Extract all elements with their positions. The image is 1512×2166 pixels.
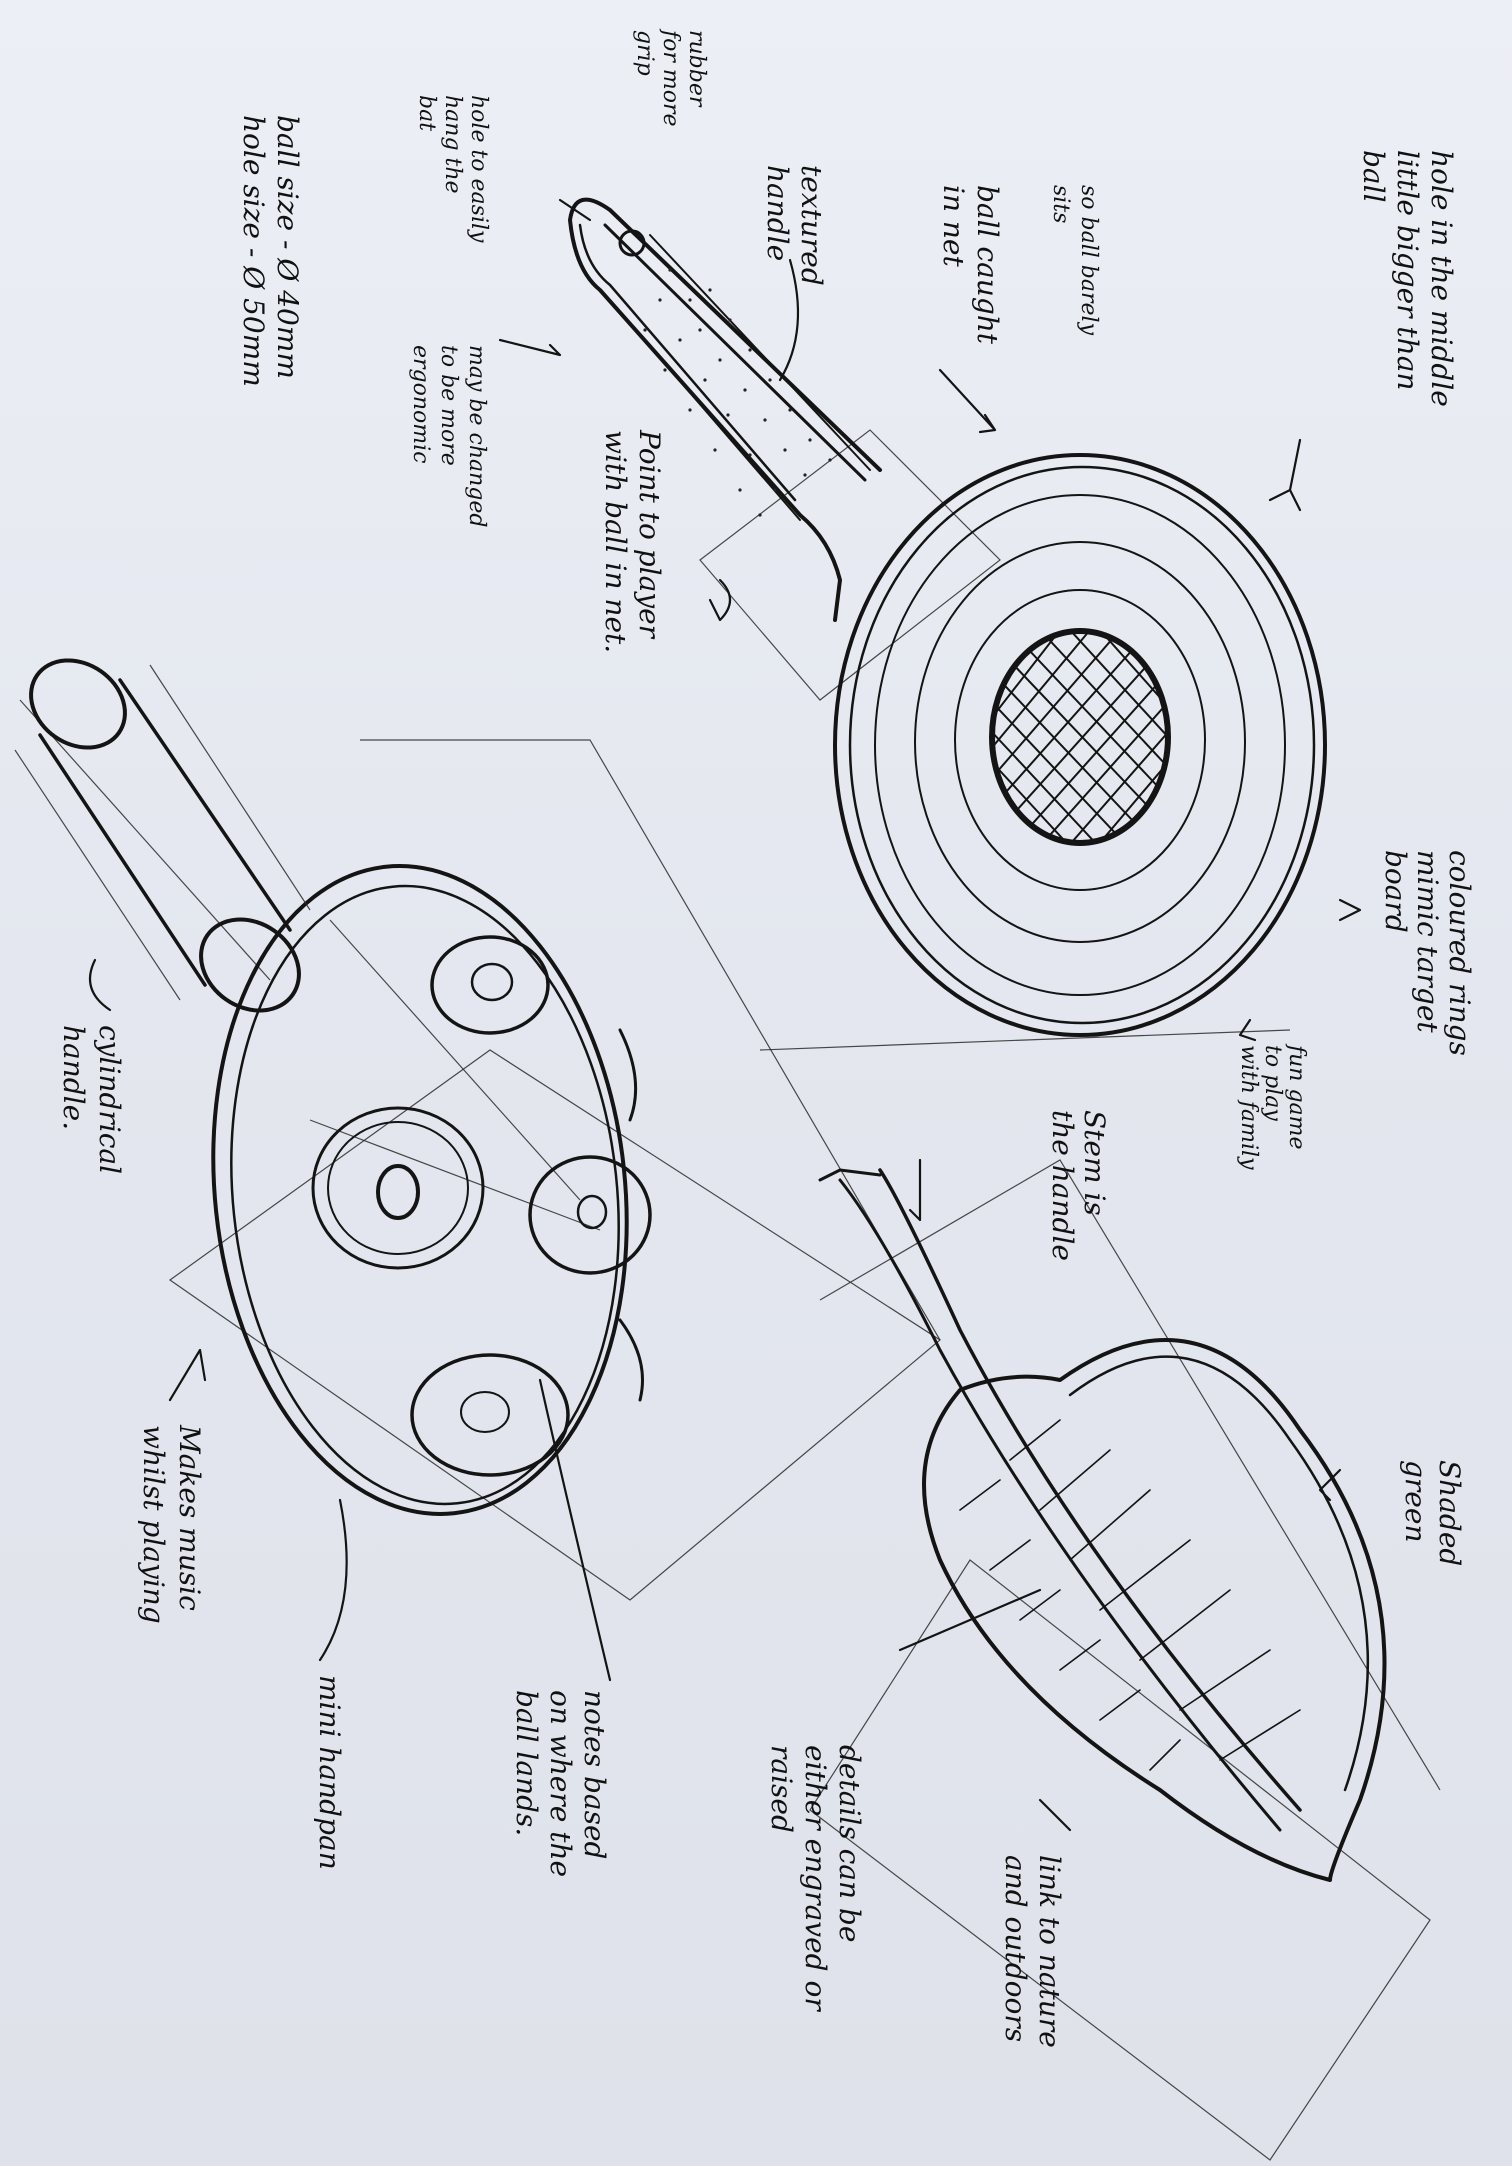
leaf-paddle-sketch: [810, 1160, 1440, 2160]
svg-text:hole in the middle: hole in the middle: [1425, 150, 1458, 407]
handle-texture-dots: [643, 268, 831, 516]
annotation-shaded-green: Shaded green: [1399, 1460, 1466, 1566]
annotation-coloured-rings: coloured rings mimic target board: [1379, 850, 1476, 1056]
svg-text:green: green: [1399, 1460, 1432, 1542]
annotation-fun-game: fun game to play with family: [1236, 1043, 1309, 1170]
svg-text:details can be: details can be: [833, 1745, 866, 1942]
svg-text:with ball in net.: with ball in net.: [599, 430, 632, 653]
target-paddle-sketch: [570, 200, 1325, 1050]
svg-text:for more: for more: [658, 28, 683, 127]
annotation-point-to-player: Point to player with ball in net.: [599, 429, 666, 653]
svg-text:the handle: the handle: [1046, 1110, 1079, 1261]
annotation-rubber-grip: rubber for more grip: [632, 28, 709, 127]
annotation-details: details can be either engraved or raised: [765, 1745, 866, 2012]
annotation-nature: link to nature and outdoors: [999, 1855, 1066, 2048]
svg-text:handle.: handle.: [57, 1025, 90, 1130]
annotation-ball-caught: ball caught in net: [937, 185, 1004, 345]
svg-text:textured: textured: [795, 165, 828, 286]
svg-text:raised: raised: [765, 1745, 798, 1833]
handpan-notes: [313, 937, 650, 1475]
annotation-mini-handpan: mini handpan: [313, 1675, 346, 1870]
svg-text:in net: in net: [937, 185, 970, 267]
svg-text:either engraved or: either engraved or: [799, 1745, 832, 2012]
svg-text:ball caught: ball caught: [971, 185, 1004, 345]
svg-text:to be more: to be more: [436, 345, 461, 466]
annotation-ball-fit: so ball barely sits: [1048, 185, 1101, 336]
svg-text:little bigger than: little bigger than: [1391, 150, 1424, 390]
svg-text:Makes music: Makes music: [173, 1424, 206, 1611]
svg-text:sits: sits: [1048, 185, 1073, 223]
svg-text:rubber: rubber: [684, 30, 709, 108]
svg-text:may be changed: may be changed: [464, 345, 489, 527]
svg-text:so ball barely: so ball barely: [1076, 185, 1101, 336]
svg-text:Stem is: Stem is: [1078, 1110, 1111, 1216]
svg-text:ball lands.: ball lands.: [510, 1690, 543, 1836]
svg-text:Shaded: Shaded: [1433, 1460, 1466, 1566]
svg-text:and outdoors: and outdoors: [999, 1855, 1032, 2042]
annotation-hang-hole: hole to easily hang the bat: [414, 95, 491, 243]
svg-text:mini handpan: mini handpan: [313, 1675, 346, 1870]
svg-text:mimic target: mimic target: [1411, 850, 1444, 1033]
annotation-stem-handle: Stem is the handle: [1046, 1110, 1111, 1261]
svg-text:ball size - Ø 40mm: ball size - Ø 40mm: [271, 115, 304, 379]
svg-text:grip: grip: [632, 30, 657, 76]
annotation-makes-music: Makes music whilst playing: [137, 1424, 206, 1624]
annotation-hole-middle: hole in the middle little bigger than ba…: [1357, 150, 1458, 407]
svg-text:bat: bat: [414, 95, 439, 131]
annotation-notes-based: notes based on where the ball lands.: [510, 1690, 611, 1877]
svg-text:hole size - Ø 50mm: hole size - Ø 50mm: [237, 115, 270, 387]
svg-text:link to nature: link to nature: [1033, 1855, 1066, 2048]
svg-text:with family: with family: [1236, 1045, 1261, 1170]
svg-text:handle: handle: [761, 165, 794, 261]
svg-text:ball: ball: [1357, 150, 1390, 203]
svg-text:notes based: notes based: [578, 1690, 611, 1859]
svg-text:hole to easily: hole to easily: [466, 95, 491, 243]
svg-text:fun game: fun game: [1284, 1043, 1309, 1150]
svg-text:coloured rings: coloured rings: [1443, 850, 1476, 1056]
annotation-textured-handle: textured handle: [761, 165, 828, 286]
svg-text:on where the: on where the: [544, 1690, 577, 1877]
annotation-ball-hole-size: ball size - Ø 40mm hole size - Ø 50mm: [237, 115, 304, 387]
svg-text:whilst playing: whilst playing: [137, 1425, 170, 1624]
svg-text:cylindrical: cylindrical: [93, 1025, 126, 1174]
net-hole: [990, 630, 1180, 890]
svg-text:to play: to play: [1260, 1045, 1285, 1121]
svg-text:Point to player: Point to player: [633, 429, 666, 640]
svg-text:hang the: hang the: [440, 95, 465, 194]
annotation-cylindrical-handle: cylindrical handle.: [57, 1025, 126, 1174]
annotation-ergonomic: may be changed to be more ergonomic: [408, 345, 489, 527]
cylindrical-handle-sketch: [14, 643, 317, 1030]
svg-text:ergonomic: ergonomic: [408, 345, 433, 464]
svg-text:board: board: [1379, 850, 1412, 933]
